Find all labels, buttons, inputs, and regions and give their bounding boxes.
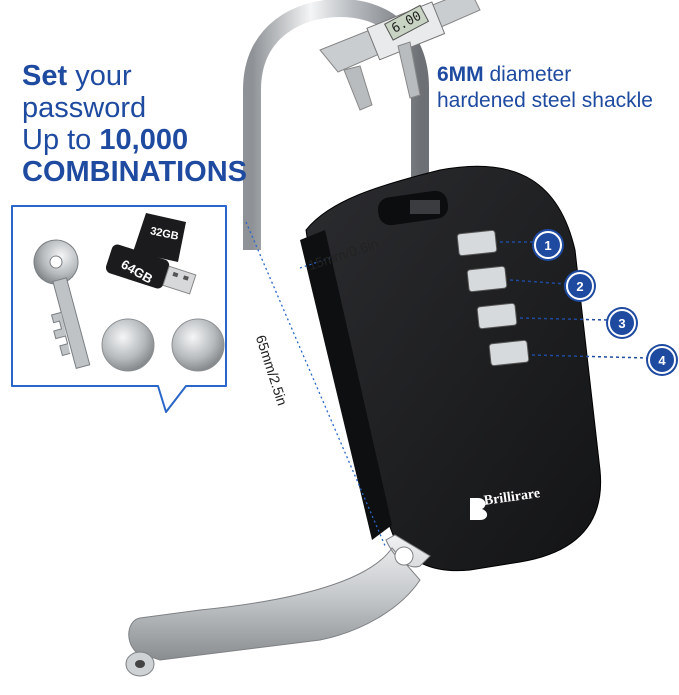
headline-combinations: COMBINATIONS: [22, 156, 248, 188]
combination-dials: [456, 229, 530, 367]
sd-card-image: [133, 213, 186, 262]
headline-up-to: Up to: [22, 124, 100, 156]
shackle-material: hardened steel shackle: [437, 89, 653, 112]
metal-disc-left: [101, 318, 155, 372]
dial-badge-2: 2: [566, 272, 594, 300]
dimension-lines: [245, 221, 387, 549]
usb-drive-image: [105, 244, 197, 295]
metal-disc-right: [171, 318, 225, 372]
dial-leader-lines: [500, 241, 649, 359]
shackle-diameter-value: 6MM: [437, 63, 484, 86]
headline-password: password: [22, 92, 147, 124]
headline-your: your: [67, 60, 132, 92]
lock-side-panel: [300, 230, 392, 540]
key-image: [33, 239, 91, 370]
shackle: [243, 0, 429, 250]
dial-badge-3: 3: [608, 309, 636, 337]
headline-set: Set: [22, 60, 68, 92]
shackle-caption: 6MM diameter hardened steel shackle: [437, 62, 653, 114]
key-hook-handle: [128, 534, 431, 661]
headline-count: 10,000: [99, 124, 189, 156]
password-headline: Set your password Up to 10,000 COMBINATI…: [22, 60, 247, 188]
brand-logo-mark: [470, 498, 488, 520]
dial-badge-1: 1: [534, 231, 562, 259]
dial-badge-4: 4: [648, 346, 676, 374]
accessories-callout: [11, 205, 227, 413]
shackle-diameter-word: diameter: [483, 63, 572, 86]
